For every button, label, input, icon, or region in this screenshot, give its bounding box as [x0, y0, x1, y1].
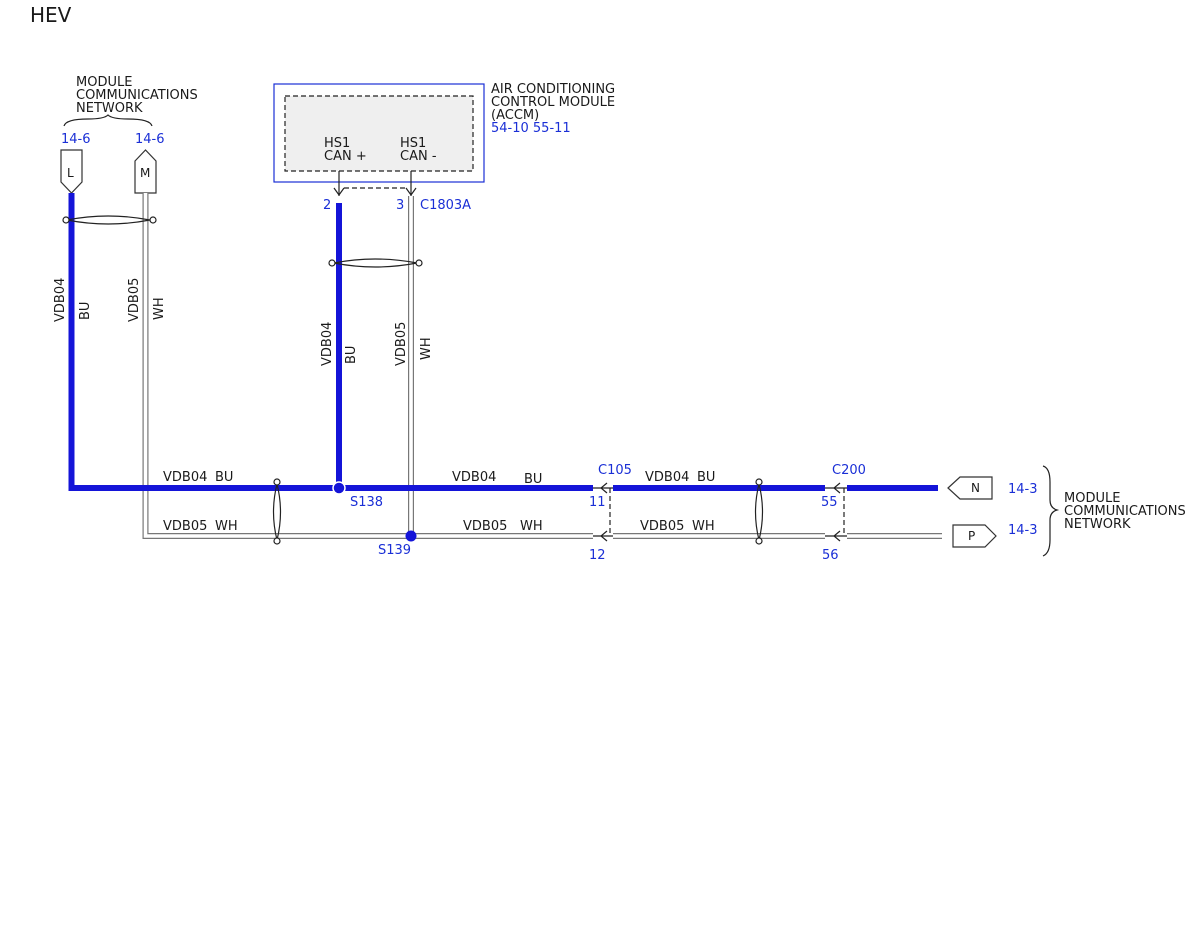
accm-pin-2: 2 [323, 198, 331, 213]
connector-c105[interactable] [593, 482, 613, 542]
accm-terminal-2-arrow [333, 187, 345, 197]
h-bu-1-circuit: VDB04 [163, 470, 207, 485]
h-wh-1-color: WH [215, 519, 238, 534]
connector-c200[interactable] [825, 482, 847, 542]
svg-text:CONTROL MODULE: CONTROL MODULE [491, 95, 615, 110]
connector-pin-m: M [134, 149, 157, 194]
left-network-brace [63, 114, 153, 127]
right-network-label: MODULE COMMUNICATIONS NETWORK [1064, 491, 1186, 532]
accm-pin-3-name: HS1 [400, 136, 426, 151]
splice-s138-dot[interactable] [332, 481, 346, 495]
c105-name[interactable]: C105 [598, 463, 632, 478]
svg-text:MODULE: MODULE [76, 75, 132, 90]
right-ref-n[interactable]: 14-3 [1008, 482, 1038, 497]
h-bu-2-color: BU [524, 472, 542, 487]
c200-pin-bu: 55 [821, 495, 838, 510]
splice-s139-dot[interactable] [405, 530, 417, 542]
accm-wh-circuit: VDB05 [394, 322, 409, 366]
h-wh-1-circuit: VDB05 [163, 519, 207, 534]
accm-connector-id[interactable]: C1803A [420, 198, 471, 213]
svg-text:AIR CONDITIONING: AIR CONDITIONING [491, 82, 615, 97]
right-network-brace [1042, 465, 1060, 557]
accm-label: AIR CONDITIONING CONTROL MODULE (ACCM) 5… [491, 82, 615, 136]
svg-text:M: M [140, 166, 150, 180]
accm-pin-2-name: HS1 [324, 136, 350, 151]
c200-name[interactable]: C200 [832, 463, 866, 478]
c105-pin-wh: 12 [589, 548, 606, 563]
accm-bu-color: BU [344, 346, 359, 364]
accm-bu-circuit: VDB04 [320, 322, 335, 366]
connector-pin-l: L [60, 149, 83, 194]
left-wh-color: WH [152, 297, 167, 320]
accm-wh-color: WH [419, 337, 434, 360]
accm-pin-3-sub: CAN - [400, 149, 437, 164]
svg-text:L: L [67, 166, 74, 180]
diagram-title: HEV [30, 3, 72, 27]
svg-text:COMMUNICATIONS: COMMUNICATIONS [1064, 504, 1186, 519]
h-wh-2-circuit: VDB05 [463, 519, 507, 534]
h-bu-1-color: BU [215, 470, 233, 485]
left-ref-m[interactable]: 14-6 [135, 132, 165, 147]
svg-text:N: N [971, 481, 980, 495]
twist-horizontal-1 [272, 478, 282, 545]
h-bu-3-color: BU [697, 470, 715, 485]
wh-wire-network[interactable] [142, 193, 943, 539]
connector-pin-n: N [947, 476, 993, 500]
h-wh-3-color: WH [692, 519, 715, 534]
left-wh-circuit: VDB05 [127, 278, 142, 322]
svg-text:(ACCM): (ACCM) [491, 108, 539, 123]
svg-text:COMMUNICATIONS: COMMUNICATIONS [76, 88, 198, 103]
c200-pin-wh: 56 [822, 548, 839, 563]
accm-pin-3: 3 [396, 198, 404, 213]
left-network-label: MODULE COMMUNICATIONS NETWORK [76, 75, 198, 116]
twist-accm [328, 258, 423, 268]
svg-text:P: P [968, 529, 975, 543]
c105-pin-bu: 11 [589, 495, 606, 510]
svg-text:NETWORK: NETWORK [1064, 517, 1131, 532]
splice-s138-label[interactable]: S138 [350, 495, 383, 510]
accm-pin-2-sub: CAN + [324, 149, 367, 164]
h-wh-3-circuit: VDB05 [640, 519, 684, 534]
splice-s139-label[interactable]: S139 [378, 543, 411, 558]
accm-refs[interactable]: 54-10 55-11 [491, 121, 571, 136]
left-ref-l[interactable]: 14-6 [61, 132, 91, 147]
connector-pin-p: P [952, 524, 997, 548]
accm-module[interactable]: HS1 CAN + HS1 CAN - [273, 83, 485, 183]
h-bu-3-circuit: VDB04 [645, 470, 689, 485]
h-bu-2-circuit: VDB04 [452, 470, 496, 485]
svg-text:NETWORK: NETWORK [76, 101, 143, 116]
twist-horizontal-2 [754, 478, 764, 545]
accm-terminal-3-arrow [405, 187, 417, 197]
left-bu-color: BU [78, 302, 93, 320]
left-bu-circuit: VDB04 [53, 278, 68, 322]
h-wh-2-color: WH [520, 519, 543, 534]
bu-wire-network[interactable] [68, 193, 939, 491]
right-ref-p[interactable]: 14-3 [1008, 523, 1038, 538]
twist-left-top [62, 215, 157, 225]
svg-text:MODULE: MODULE [1064, 491, 1120, 506]
